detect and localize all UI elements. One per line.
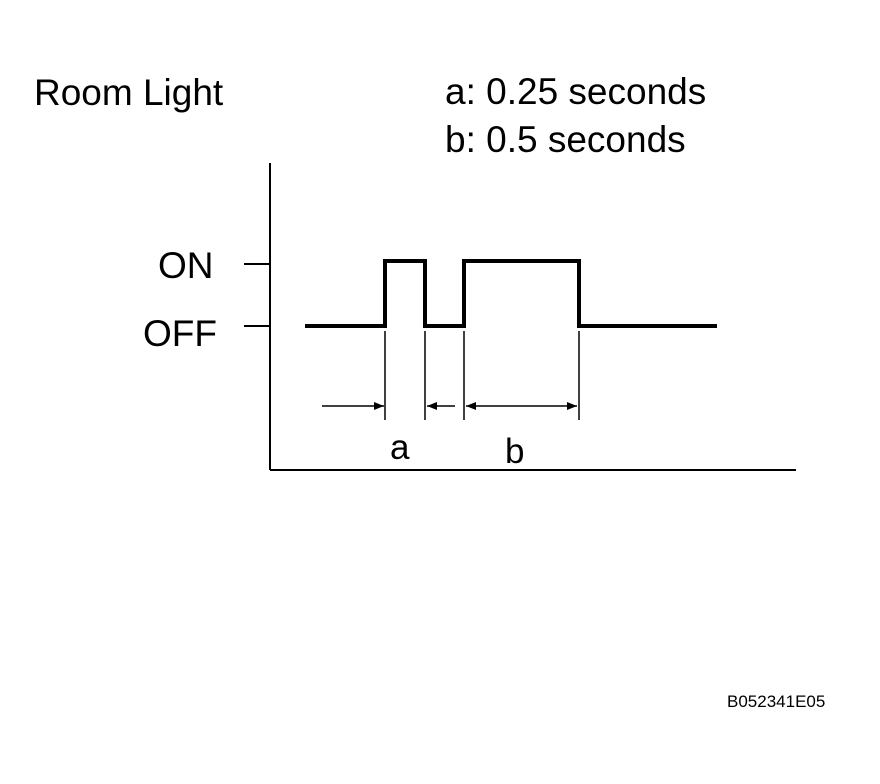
room-light-signal — [305, 259, 717, 328]
interval-label-b: b — [505, 432, 525, 471]
level-label-on: ON — [158, 245, 214, 286]
interval-label-a: a — [390, 428, 410, 467]
legend-interval-a: a: 0.25 seconds — [445, 71, 707, 112]
figure-code: B052341E05 — [727, 692, 826, 711]
level-label-off: OFF — [143, 313, 217, 354]
legend-interval-b: b: 0.5 seconds — [445, 119, 686, 160]
diagram-title: Room Light — [34, 72, 224, 113]
